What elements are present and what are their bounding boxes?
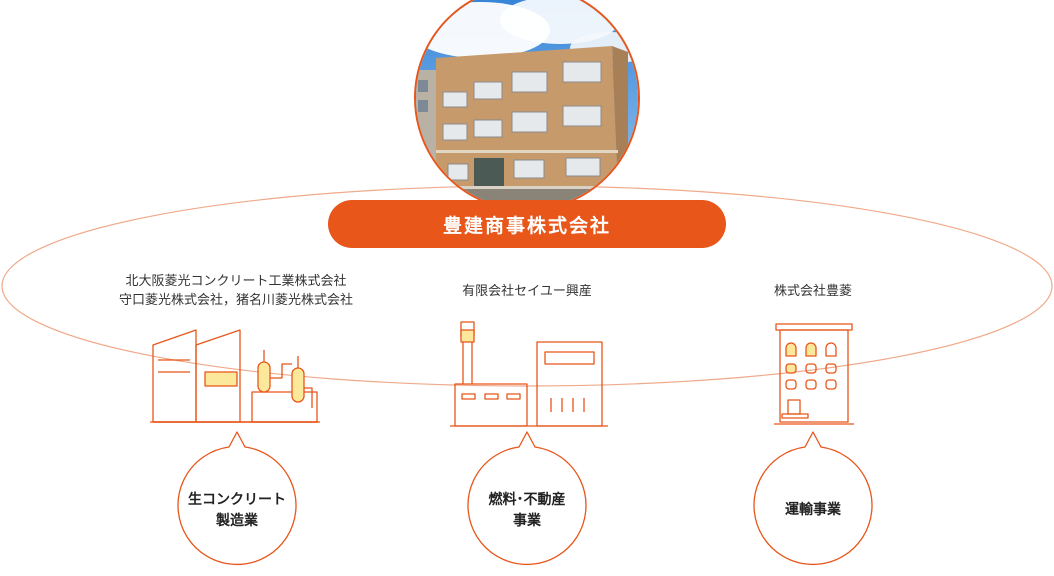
business-bubble-left-shape bbox=[177, 431, 297, 566]
fuel-plant-icon bbox=[450, 321, 608, 427]
business-label-right: 運輸事業 bbox=[743, 500, 883, 521]
business-bubble-middle-shape bbox=[467, 431, 587, 566]
factory-icon bbox=[150, 329, 320, 423]
company-name: 有限会社セイユー興産 bbox=[462, 284, 592, 299]
business-line: 製造業 bbox=[216, 513, 258, 529]
company-name: 株式会社豊菱 bbox=[773, 284, 852, 299]
business-bubble-right-shape bbox=[753, 431, 873, 566]
business-line: 運輸事業 bbox=[785, 502, 841, 518]
business-label-left: 生コンクリート 製造業 bbox=[167, 490, 307, 532]
parent-company-badge: 豊建商事株式会社 bbox=[328, 200, 726, 248]
business-label-middle: 燃料･不動産 事業 bbox=[457, 490, 597, 532]
business-line: 燃料･不動産 bbox=[488, 492, 566, 508]
companies-right: 株式会社豊菱 bbox=[713, 282, 913, 301]
companies-middle: 有限会社セイユー興産 bbox=[427, 282, 627, 301]
companies-left: 北大阪菱光コンクリート工業株式会社 守口菱光株式会社，猪名川菱光株式会社 bbox=[86, 272, 386, 310]
company-name: 守口菱光株式会社，猪名川菱光株式会社 bbox=[118, 293, 353, 308]
parent-company-name: 豊建商事株式会社 bbox=[442, 214, 611, 237]
company-name: 北大阪菱光コンクリート工業株式会社 bbox=[125, 274, 347, 289]
business-line: 事業 bbox=[513, 513, 541, 529]
office-building-icon bbox=[774, 323, 854, 425]
business-line: 生コンクリート bbox=[188, 492, 286, 508]
